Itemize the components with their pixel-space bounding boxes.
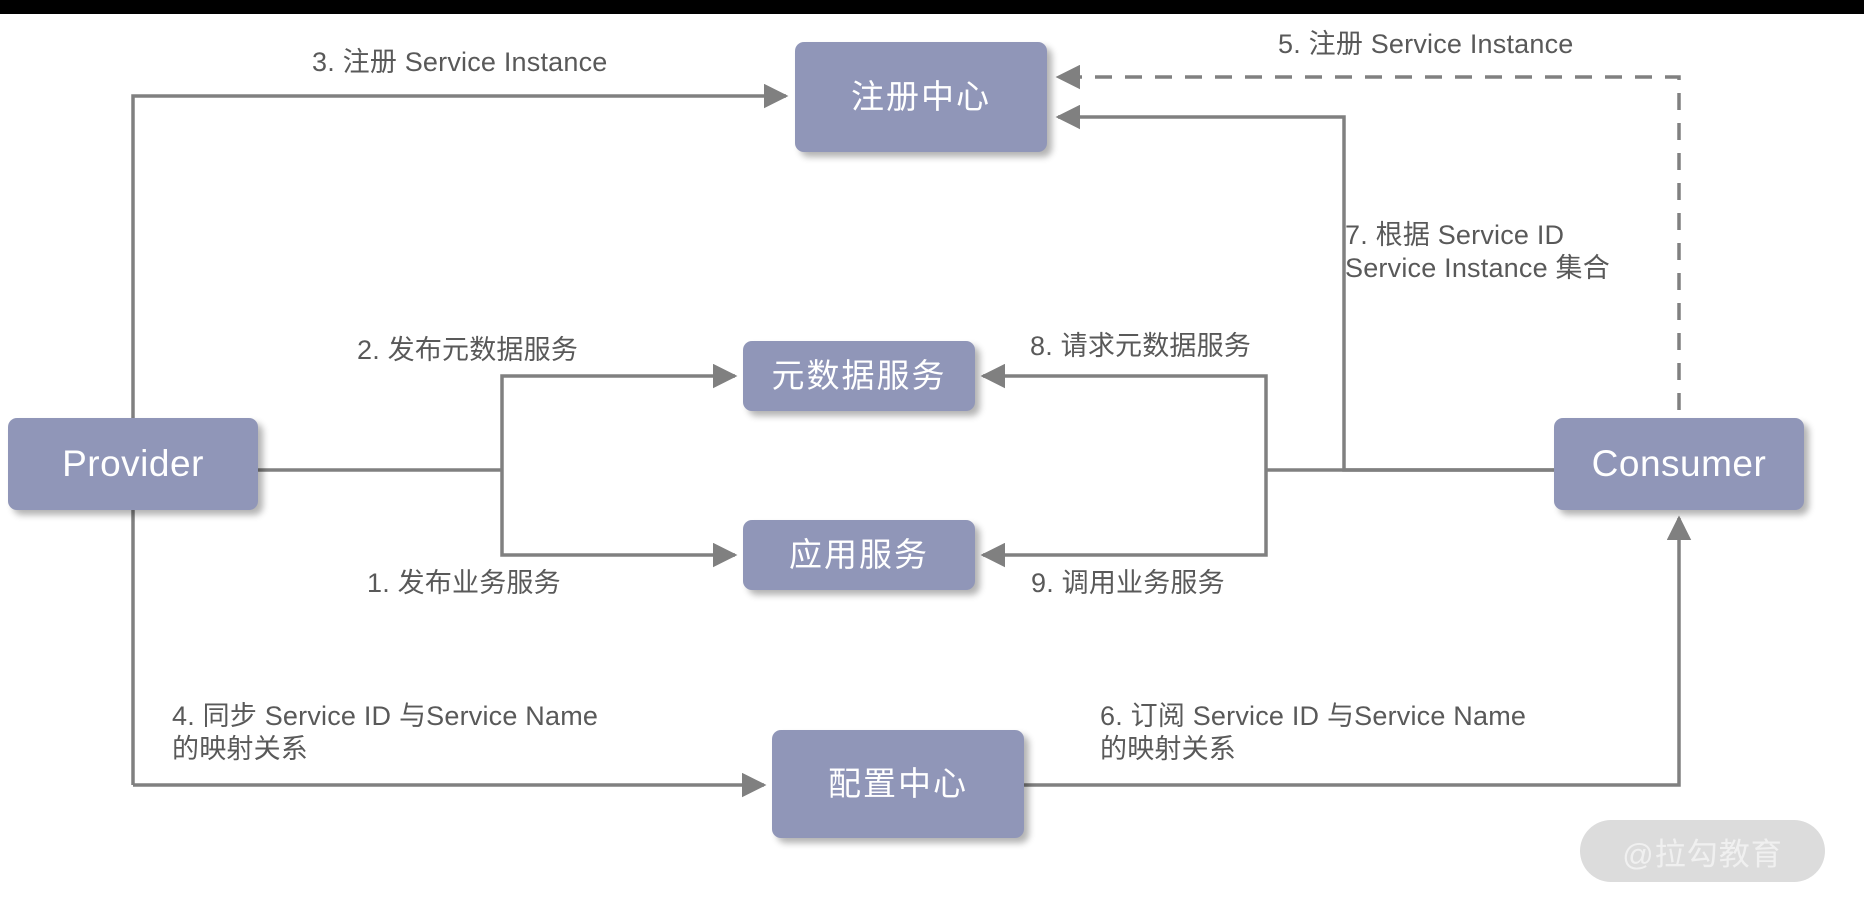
node-metadata-service[interactable]: 元数据服务: [743, 341, 975, 411]
node-application-service[interactable]: 应用服务: [743, 520, 975, 590]
edge-config-to-consumer: [1024, 515, 1692, 787]
node-consumer-label: Consumer: [1591, 442, 1767, 484]
node-registry-center-label: 注册中心: [851, 77, 991, 115]
edge-consumer-to-appservice: [980, 470, 1268, 568]
node-config-center-label: 配置中心: [828, 764, 968, 802]
edge-label-step-3: 3. 注册 Service Instance: [312, 47, 608, 77]
node-consumer[interactable]: Consumer: [1554, 418, 1804, 510]
edge-consumer-to-registry-dashed: [1055, 64, 1681, 470]
edge-label-step-4: 4. 同步 Service ID 与Service Name 的映射关系: [172, 701, 599, 764]
edge-label-step-8: 8. 请求元数据服务: [1030, 331, 1252, 361]
edge-label-step-9: 9. 调用业务服务: [1031, 568, 1225, 598]
edge-label-step-2: 2. 发布元数据服务: [357, 335, 579, 365]
node-registry-center[interactable]: 注册中心: [795, 42, 1047, 152]
edge-label-step-5: 5. 注册 Service Instance: [1278, 29, 1574, 59]
edge-provider-to-metadata: [500, 363, 738, 470]
node-config-center[interactable]: 配置中心: [772, 730, 1024, 838]
node-application-service-label: 应用服务: [789, 535, 929, 573]
edge-provider-to-registry: [131, 83, 789, 785]
edge-label-step-6: 6. 订阅 Service ID 与Service Name 的映射关系: [1100, 701, 1527, 764]
edge-label-step-7: 7. 根据 Service ID Service Instance 集合: [1345, 220, 1610, 283]
edge-label-step-1: 1. 发布业务服务: [367, 568, 561, 598]
edge-consumer-lookup-to-registry: [1055, 104, 1554, 472]
node-provider-label: Provider: [62, 442, 204, 484]
watermark-badge: @拉勾教育: [1580, 820, 1825, 882]
edge-consumer-to-metadata: [980, 363, 1268, 470]
top-black-bar: [0, 0, 1864, 14]
edge-provider-to-appservice: [500, 470, 738, 568]
node-metadata-service-label: 元数据服务: [771, 356, 947, 394]
node-provider[interactable]: Provider: [8, 418, 258, 510]
watermark-text: @拉勾教育: [1622, 836, 1783, 872]
